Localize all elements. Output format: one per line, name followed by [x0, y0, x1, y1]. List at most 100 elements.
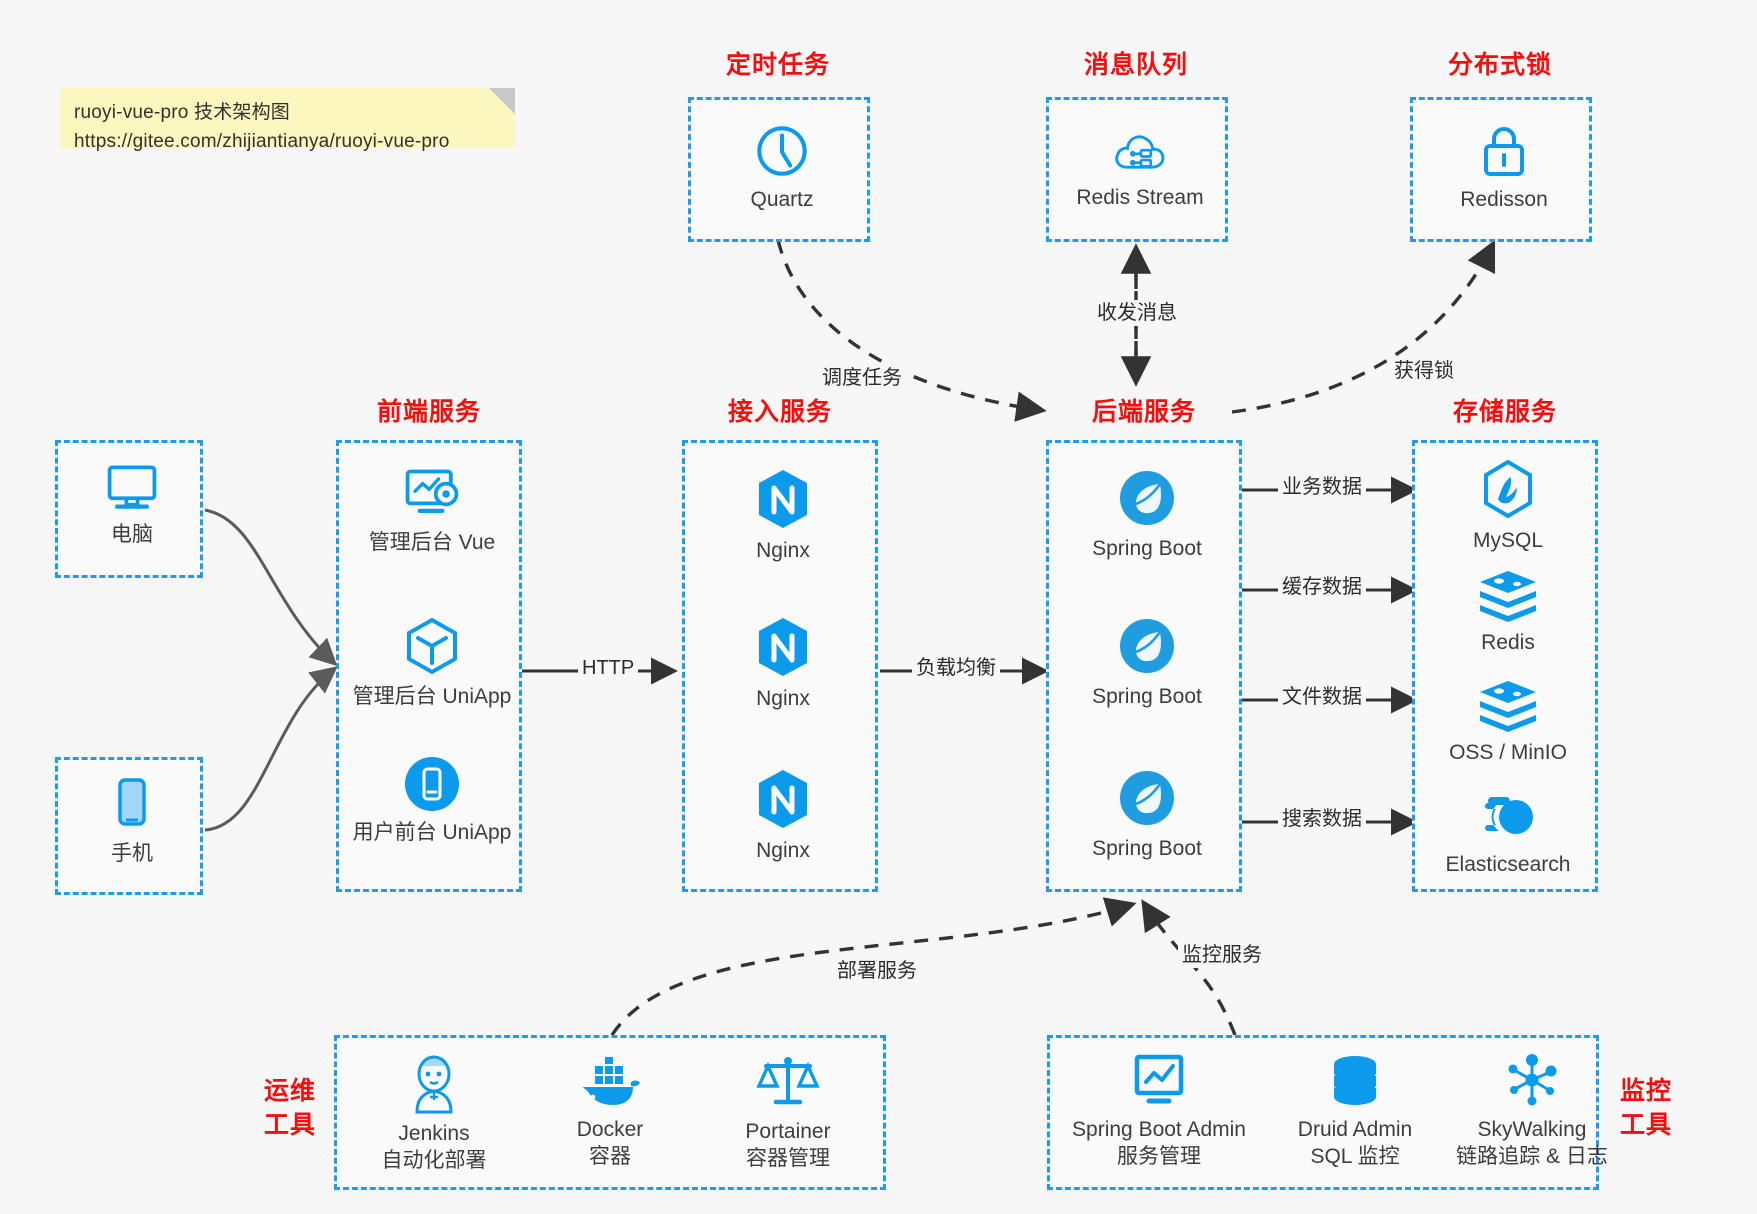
node-mobile[interactable]: 手机: [58, 776, 206, 867]
node-nginx-3[interactable]: Nginx: [685, 767, 881, 864]
scales-icon: [756, 1057, 820, 1105]
node-sublabel: SQL 监控: [1310, 1145, 1400, 1168]
group-title-distributed-lock: 分布式锁: [1447, 51, 1552, 79]
node-label: SkyWalking: [1477, 1118, 1587, 1141]
spring-boot-icon: [1120, 619, 1174, 673]
elasticsearch-icon: [1485, 797, 1533, 834]
node-label: 管理后台 Vue: [368, 531, 496, 554]
node-label: Redisson: [1460, 188, 1548, 211]
node-label: 用户前台 UniApp: [352, 821, 512, 844]
group-box-gateway: Nginx Nginx Nginx: [682, 440, 878, 892]
node-nginx-2[interactable]: Nginx: [685, 615, 881, 712]
group-box-frontend: 管理后台 Vue 管理后台 UniApp 用户前台 UniApp: [336, 440, 522, 892]
node-label: Redis Stream: [1076, 186, 1204, 209]
redis-icon: [1480, 571, 1536, 622]
database-icon: [1334, 1056, 1376, 1105]
redis-icon: [1480, 681, 1536, 732]
node-nginx-1[interactable]: Nginx: [685, 467, 881, 564]
node-sublabel: 链路追踪 & 日志: [1456, 1145, 1608, 1168]
note-line-1: ruoyi-vue-pro 技术架构图: [74, 102, 291, 123]
node-jenkins[interactable]: Jenkins 自动化部署: [349, 1052, 519, 1174]
node-redis-stream[interactable]: Redis Stream: [1049, 126, 1231, 211]
node-label: Nginx: [756, 539, 810, 562]
group-box-client-mobile: 手机: [55, 757, 203, 895]
node-spring-boot-admin[interactable]: Spring Boot Admin 服务管理: [1054, 1052, 1264, 1170]
node-label: Spring Boot: [1092, 837, 1202, 860]
cube-icon: [407, 617, 457, 675]
group-box-storage: MySQL Redis OSS / MinIO: [1412, 440, 1598, 892]
node-spring-boot-1[interactable]: Spring Boot: [1049, 467, 1245, 562]
node-admin-uniapp[interactable]: 管理后台 UniApp: [339, 615, 525, 710]
group-title-devops: 运维 工具: [250, 1074, 330, 1142]
node-desktop[interactable]: 电脑: [58, 459, 206, 548]
group-box-message-queue: Redis Stream: [1046, 97, 1228, 242]
node-label: OSS / MinIO: [1449, 741, 1567, 764]
node-mysql[interactable]: MySQL: [1415, 459, 1601, 554]
node-skywalking[interactable]: SkyWalking 链路追踪 & 日志: [1432, 1052, 1632, 1170]
group-title-devops-line1: 运维: [263, 1077, 316, 1105]
note-fold-corner: [489, 88, 515, 114]
node-sublabel: 容器: [589, 1145, 631, 1168]
node-oss-minio[interactable]: OSS / MinIO: [1415, 679, 1601, 766]
group-title-backend: 后端服务: [1091, 398, 1196, 426]
group-title-scheduler: 定时任务: [725, 51, 830, 79]
node-label: Quartz: [750, 188, 814, 211]
group-title-gateway: 接入服务: [727, 398, 832, 426]
node-spring-boot-2[interactable]: Spring Boot: [1049, 615, 1245, 710]
node-redisson[interactable]: Redisson: [1413, 122, 1595, 213]
skywalking-icon: [1508, 1054, 1557, 1106]
node-label: Docker: [576, 1118, 644, 1141]
dashboard-gear-icon: [405, 469, 459, 514]
group-title-monitor: 监控 工具: [1606, 1074, 1686, 1142]
node-label: MySQL: [1472, 529, 1543, 552]
node-admin-vue[interactable]: 管理后台 Vue: [339, 465, 525, 556]
edge-label-deploy-service: 部署服务: [833, 958, 921, 984]
node-label: 管理后台 UniApp: [352, 685, 512, 708]
node-label: Jenkins: [398, 1122, 470, 1145]
node-user-uniapp[interactable]: 用户前台 UniApp: [339, 755, 525, 846]
phone-app-icon: [405, 757, 459, 811]
nginx-icon: [759, 470, 807, 528]
edge-label-schedule-task: 调度任务: [818, 365, 906, 391]
group-box-client-desktop: 电脑: [55, 440, 203, 578]
node-docker[interactable]: Docker 容器: [525, 1056, 695, 1170]
title-note: ruoyi-vue-pro 技术架构图 https://gitee.com/zh…: [60, 88, 515, 152]
node-elasticsearch[interactable]: Elasticsearch: [1415, 791, 1601, 878]
cloud-stream-icon: [1115, 135, 1165, 169]
group-box-scheduler: Quartz: [688, 97, 870, 242]
node-sublabel: 自动化部署: [381, 1149, 487, 1172]
node-sublabel: 容器管理: [746, 1147, 830, 1170]
node-label: Spring Boot Admin: [1072, 1118, 1246, 1141]
jenkins-icon: [415, 1055, 453, 1114]
node-label: Elasticsearch: [1445, 853, 1571, 876]
monitor-chart-icon: [1134, 1054, 1184, 1104]
mobile-icon: [118, 778, 146, 826]
group-title-devops-line2: 工具: [263, 1111, 316, 1139]
edge-label-monitor-service: 监控服务: [1178, 942, 1266, 968]
group-title-storage: 存储服务: [1452, 398, 1557, 426]
node-portainer[interactable]: Portainer 容器管理: [699, 1052, 877, 1172]
lock-icon: [1484, 127, 1524, 176]
node-druid-admin[interactable]: Druid Admin SQL 监控: [1266, 1054, 1444, 1170]
edge-label-send-receive: 收发消息: [1093, 300, 1181, 326]
docker-icon: [583, 1057, 640, 1105]
edge-label-cache-data: 缓存数据: [1278, 574, 1366, 600]
edge-label-search-data: 搜索数据: [1278, 806, 1366, 832]
node-label: Nginx: [756, 839, 810, 862]
node-label: 手机: [111, 842, 153, 865]
group-box-monitor: Spring Boot Admin 服务管理 Druid Admin SQL 监…: [1047, 1035, 1608, 1190]
nginx-icon: [759, 770, 807, 828]
edge-label-http: HTTP: [578, 655, 639, 681]
desktop-icon: [107, 465, 157, 509]
node-label: Spring Boot: [1092, 537, 1202, 560]
group-box-devops: Jenkins 自动化部署 Docker 容器: [334, 1035, 886, 1190]
node-label: Redis: [1481, 631, 1535, 654]
node-redis[interactable]: Redis: [1415, 569, 1601, 656]
group-title-monitor-line2: 工具: [1619, 1111, 1672, 1139]
group-title-monitor-line1: 监控: [1619, 1077, 1672, 1105]
node-quartz[interactable]: Quartz: [691, 122, 873, 213]
edge-label-file-data: 文件数据: [1278, 684, 1366, 710]
node-label: Portainer: [745, 1120, 831, 1143]
node-spring-boot-3[interactable]: Spring Boot: [1049, 767, 1245, 862]
edge-label-acquire-lock: 获得锁: [1390, 358, 1458, 384]
